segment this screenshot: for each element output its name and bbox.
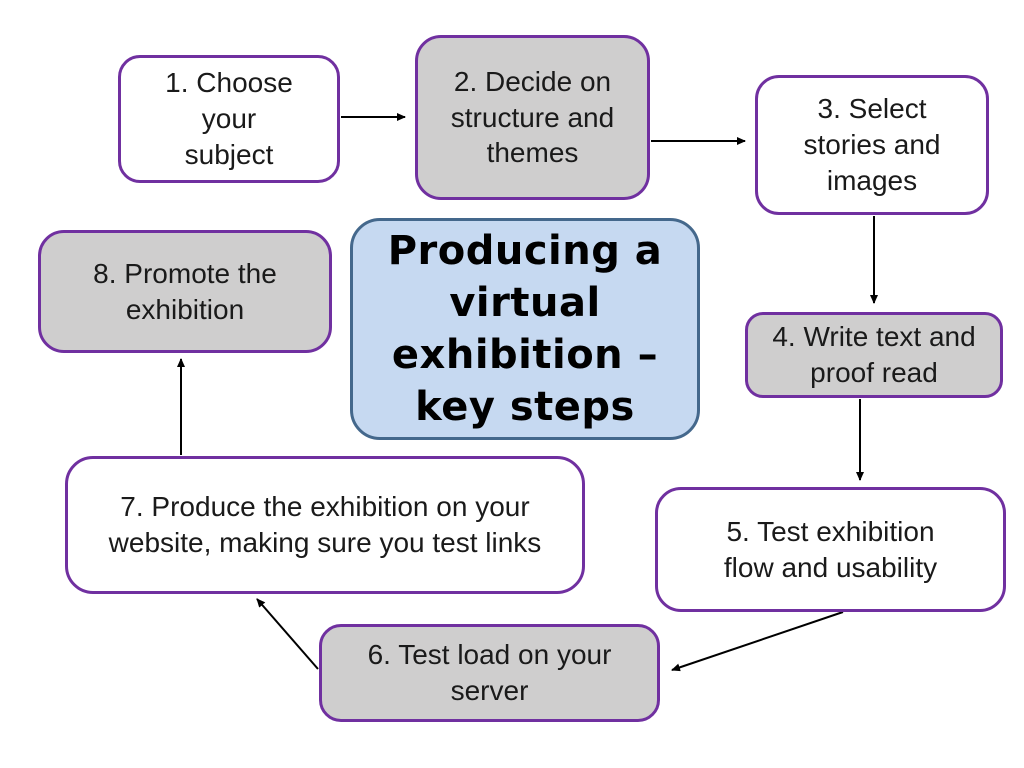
title-box: Producing a virtual exhibition – key ste… [350, 218, 700, 440]
step-2-box: 2. Decide on structure and themes [415, 35, 650, 200]
step-1-box: 1. Choose your subject [118, 55, 340, 183]
step-7-label: 7. Produce the exhibition on your websit… [108, 491, 542, 558]
step-7-box: 7. Produce the exhibition on your websit… [65, 456, 585, 594]
step-2-label: 2. Decide on structure and themes [450, 65, 615, 169]
step-8-label: 8. Promote the exhibition [93, 257, 277, 325]
step-6-label: 6. Test load on your server [367, 639, 612, 706]
arrow-step6-step7 [256, 598, 319, 670]
step-3-box: 3. Select stories and images [755, 75, 989, 215]
step-1-label: 1. Choose your subject [165, 67, 293, 170]
step-4-label: 4. Write text and proof read [772, 321, 976, 388]
step-6-box: 6. Test load on your server [319, 624, 660, 722]
diagram-title: Producing a virtual exhibition – key ste… [387, 228, 663, 430]
step-5-label: 5. Test exhibition flow and usability [723, 515, 938, 583]
step-4-box: 4. Write text and proof read [745, 312, 1003, 398]
arrow-step5-step6 [671, 611, 844, 672]
step-5-box: 5. Test exhibition flow and usability [655, 487, 1006, 612]
step-8-box: 8. Promote the exhibition [38, 230, 332, 353]
step-3-label: 3. Select stories and images [803, 93, 941, 196]
